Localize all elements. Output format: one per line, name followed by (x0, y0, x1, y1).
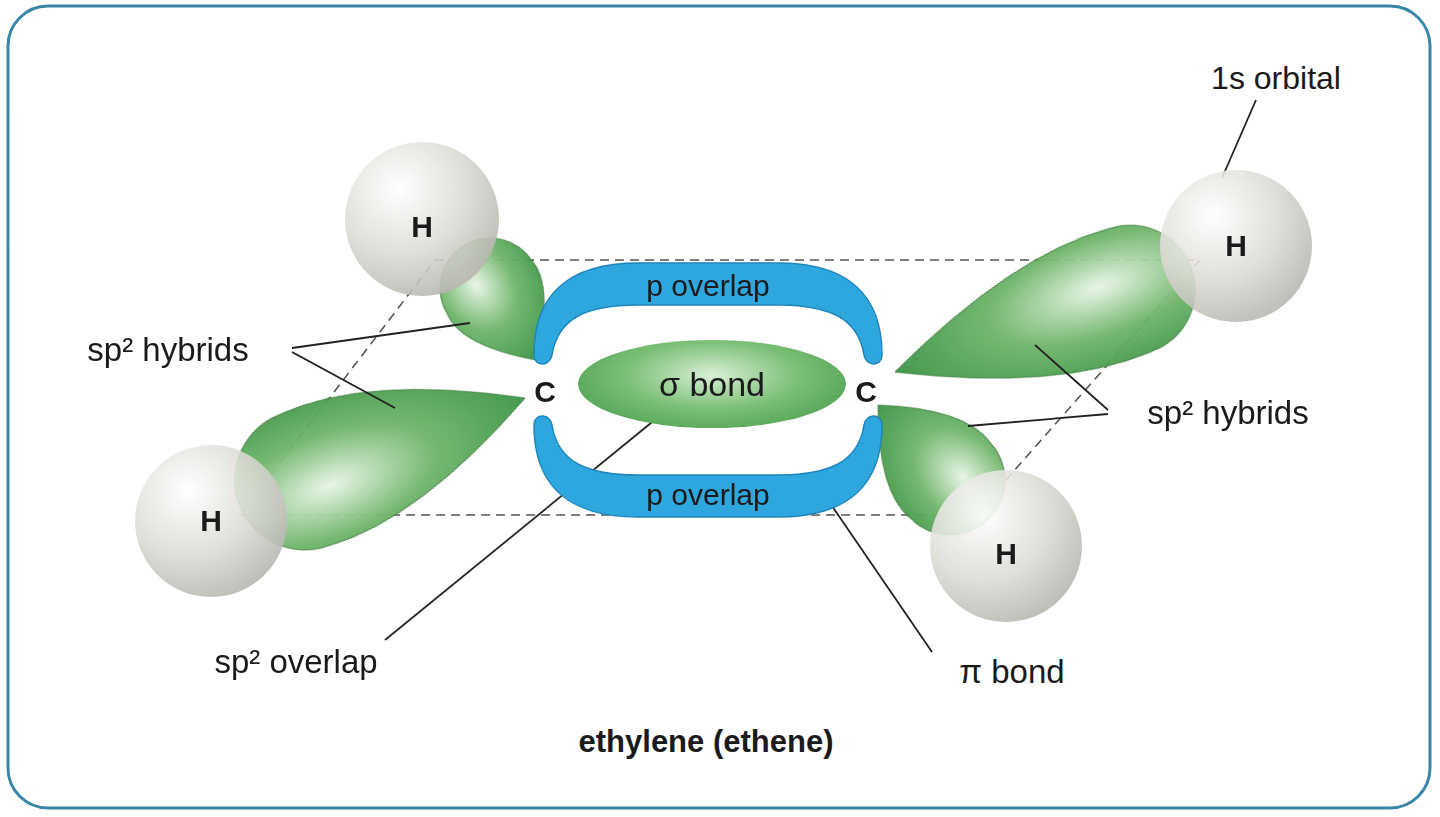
node-text: p overlap (646, 478, 769, 512)
hydrogen-atom: H (135, 445, 287, 597)
caption: ethylene (ethene) (579, 724, 834, 760)
node-text: H (1225, 229, 1247, 263)
node-text: H (411, 210, 433, 244)
node-text: H (995, 537, 1017, 571)
callout-label: π bond (959, 653, 1064, 691)
p-overlap-shape (534, 416, 882, 517)
hydrogen-atom: H (930, 470, 1082, 622)
leader-lines (292, 100, 1256, 652)
callout-label: sp² hybrids (1147, 394, 1308, 432)
frame (8, 6, 1430, 808)
carbon-symbol: C (855, 375, 877, 409)
callout-label: 1s orbital (1211, 60, 1341, 97)
node-text: H (200, 504, 222, 538)
sigma-bond: σ bond (578, 340, 846, 428)
pi-overlap-band: p overlap (528, 410, 888, 525)
node-text: p overlap (646, 269, 769, 303)
callout-label: sp² overlap (214, 643, 377, 681)
hydrogen-atom: H (345, 142, 499, 296)
callout-label: sp² hybrids (87, 331, 248, 369)
carbon-symbol: C (534, 375, 556, 409)
node-text: σ bond (659, 365, 765, 404)
hydrogen-atom: H (1160, 170, 1312, 322)
